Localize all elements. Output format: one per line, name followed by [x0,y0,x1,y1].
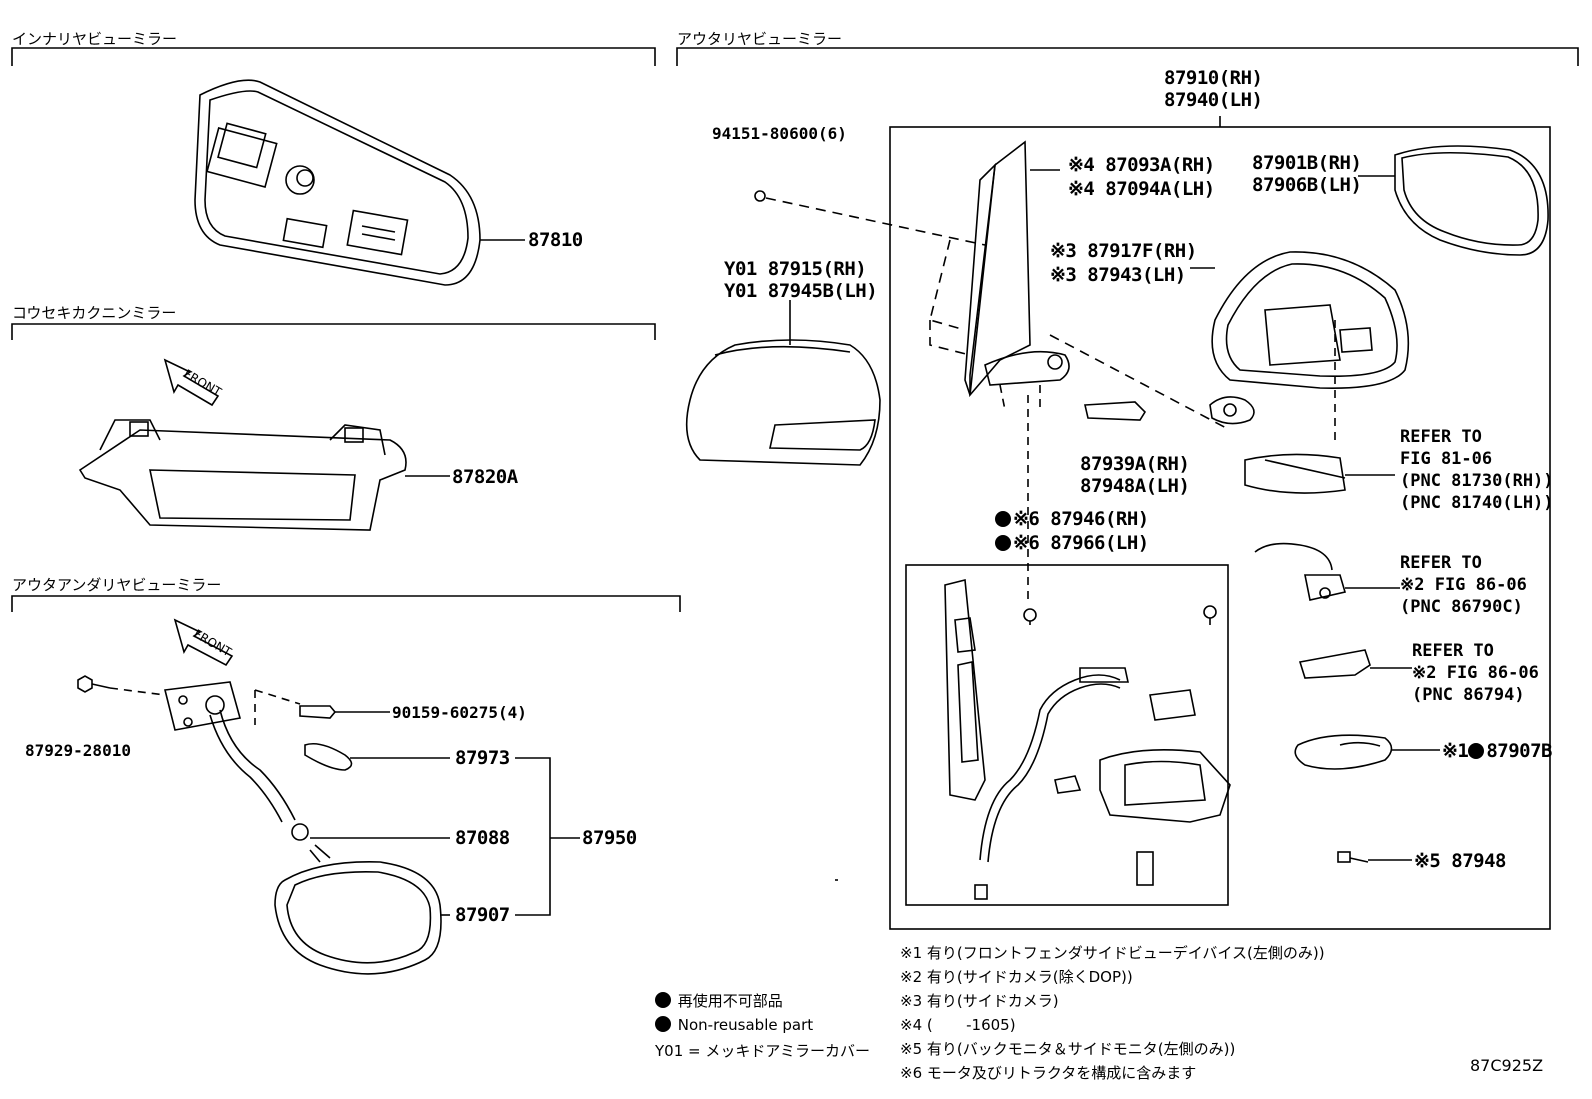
figure-code: 87C925Z [1470,1056,1544,1075]
part-87094a-lh[interactable]: ※4 87094A(LH) [1068,178,1215,200]
part-87917f-rh[interactable]: ※3 87917F(RH) [1050,240,1197,262]
part-87907[interactable]: 87907 [455,904,510,926]
part-87929[interactable]: 87929-28010 [25,741,131,760]
part-87810[interactable]: 87810 [528,229,583,251]
part-87939a-rh[interactable]: 87939A(RH) [1080,453,1190,475]
part-94151[interactable]: 94151-80600(6) [712,124,847,143]
part-87966-lh[interactable]: ※6 87966(LH) [995,532,1149,554]
part-87088[interactable]: 87088 [455,827,510,849]
refer-fig-86-06-cover[interactable]: REFER TO ※2 FIG 86-06 (PNC 86794) [1412,641,1539,705]
outer-assembly-box [889,116,1551,930]
part-87901b-rh[interactable]: 87901B(RH) [1252,152,1362,174]
part-87946-rh[interactable]: ※6 87946(RH) [995,508,1149,530]
under-mirror-drawing [77,675,580,975]
part-87820a[interactable]: 87820A [452,466,518,488]
part-87973[interactable]: 87973 [455,747,510,769]
part-87948a-lh[interactable]: 87948A(LH) [1080,475,1190,497]
part-87950[interactable]: 87950 [582,827,637,849]
part-87948[interactable]: ※5 87948 [1414,850,1507,872]
note-4: ※4 ( -1605) [900,1016,1016,1034]
note-3: ※3 有り(サイドカメラ) [900,992,1059,1010]
front-arrow-icons [163,358,234,667]
non-reusable-dot-icon [655,1016,671,1032]
part-87915-rh[interactable]: Y01 87915(RH) [724,258,867,280]
section-title-outer-mirror: アウタリヤビューミラー [677,30,843,48]
refer-fig-81-06[interactable]: REFER TO FIG 81-06 (PNC 81730(RH)) (PNC … [1400,427,1554,513]
part-87943-lh[interactable]: ※3 87943(LH) [1050,264,1186,286]
section-title-room-mirror: コウセキカクニンミラー [12,304,177,322]
outer-mirror-parts [685,140,1549,900]
note-5: ※5 有り(バックモニタ＆サイドモニタ(左側のみ)) [900,1040,1236,1058]
non-reusable-dot-icon [995,535,1011,551]
non-reusable-dot-icon [655,992,671,1008]
section-brackets [11,47,1579,612]
part-90159[interactable]: 90159-60275(4) [392,703,527,722]
legend-non-reusable-en: Non-reusable part [655,1014,813,1036]
legend-non-reusable-jp: 再使用不可部品 [655,990,783,1012]
note-1: ※1 有り(フロントフェンダサイドビューデイバイス(左側のみ)) [900,944,1325,962]
note-2: ※2 有り(サイドカメラ(除くDOP)) [900,968,1133,986]
inner-mirror-drawing [194,79,525,286]
non-reusable-dot-icon [1468,743,1485,759]
room-mirror-drawing [78,419,450,531]
part-87093a-rh[interactable]: ※4 87093A(RH) [1068,154,1215,176]
part-87940-lh[interactable]: 87940(LH) [1164,89,1263,111]
part-87910-rh[interactable]: 87910(RH) [1164,67,1263,89]
note-6: ※6 モータ及びリトラクタを構成に含みます [900,1064,1197,1082]
non-reusable-dot-icon [995,511,1011,527]
section-title-inner-mirror: インナリヤビューミラー [12,30,178,48]
part-87906b-lh[interactable]: 87906B(LH) [1252,174,1362,196]
refer-fig-86-06-camera[interactable]: REFER TO ※2 FIG 86-06 (PNC 86790C) [1400,553,1527,617]
legend-y01: Y01 = メッキドアミラーカバー [655,1042,871,1060]
section-title-under-mirror: アウタアンダリヤビューミラー [12,576,222,594]
part-87945b-lh[interactable]: Y01 87945B(LH) [724,280,878,302]
